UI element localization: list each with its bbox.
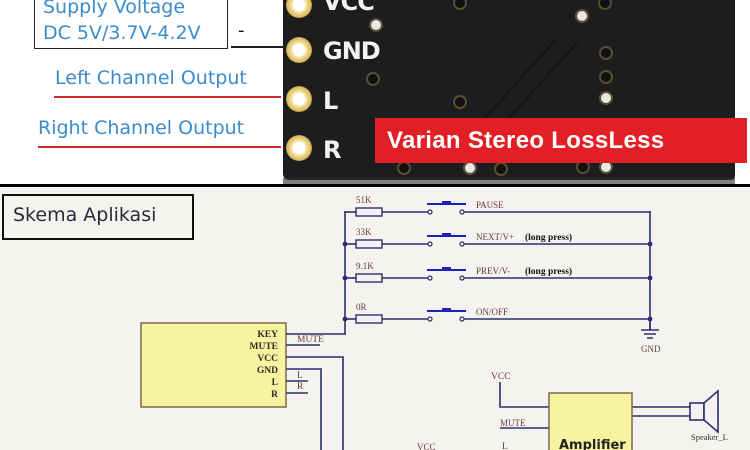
pcb-via <box>455 0 465 8</box>
pin-label-r: R <box>323 136 342 164</box>
button-label: PAUSE <box>476 200 504 210</box>
switch-contact <box>459 241 465 247</box>
button-label: ON/OFF <box>476 307 508 317</box>
minus-sign: - <box>238 20 245 41</box>
schematic-title: Skema Aplikasi <box>13 204 157 226</box>
key-row: 9.1K PREV/V- (long press) <box>342 261 653 283</box>
left-channel-underline <box>54 96 281 98</box>
ground-label: GND <box>641 344 661 354</box>
pin-label-vcc: VCC <box>323 0 375 16</box>
module-pin-label: KEY <box>257 330 278 340</box>
amp-mute-label: MUTE <box>500 418 526 428</box>
button-label: PREV/V- <box>476 266 510 276</box>
module-pin-label: R <box>271 390 278 400</box>
pin-label-gnd: GND <box>323 37 381 65</box>
pcb-via <box>399 163 409 173</box>
junction-dot <box>647 241 653 247</box>
key-row: 51K PAUSE <box>345 195 650 217</box>
right-channel-underline <box>38 146 281 148</box>
pushbutton-cap <box>442 267 451 271</box>
amplifier-block <box>548 392 633 450</box>
junction-dot <box>342 241 348 247</box>
button-note: (long press) <box>525 232 572 243</box>
key-row: 33K NEXT/V+ (long press) <box>342 227 653 249</box>
module-pin-label: L <box>272 378 278 388</box>
supply-voltage-label: Supply Voltage <box>43 0 186 18</box>
resistor-value: 0R <box>356 302 367 312</box>
resistor-value: 9.1K <box>356 261 374 271</box>
junction-dot <box>647 316 653 322</box>
ground-symbol <box>641 320 659 339</box>
amp-l-label: L <box>502 442 508 450</box>
net-label-l: L <box>297 371 303 381</box>
pin-pad-l <box>286 86 312 112</box>
speaker-label: Speaker_L <box>691 432 728 442</box>
switch-contact <box>427 241 433 247</box>
resistor-value: 51K <box>356 195 372 205</box>
resistor-icon <box>355 207 383 217</box>
switch-contact <box>459 316 465 322</box>
resistor-icon <box>355 314 383 324</box>
pcb-via <box>465 163 475 173</box>
button-label: NEXT/V+ <box>476 232 514 242</box>
pin-pad-r <box>286 135 312 161</box>
panel-divider <box>0 184 750 187</box>
pcb-via <box>455 97 465 107</box>
pcb-via <box>577 11 587 21</box>
junction-dot <box>647 275 653 281</box>
pcb-via <box>496 164 506 174</box>
resistor-icon <box>355 239 383 249</box>
supply-voltage-box <box>34 0 228 49</box>
pcb-via <box>601 93 611 103</box>
pcb-via <box>578 162 588 172</box>
variant-banner: Varian Stereo LossLess <box>375 118 747 163</box>
pin-label-l: L <box>323 87 338 115</box>
switch-contact <box>459 275 465 281</box>
right-channel-label: Right Channel Output <box>38 117 245 139</box>
pcb-via <box>368 74 378 84</box>
net-label-r: R <box>297 382 304 392</box>
pushbutton-cap <box>442 233 451 237</box>
pcb-via <box>600 0 610 8</box>
pcb-via <box>371 20 381 30</box>
schematic-title-box: Skema Aplikasi <box>2 194 194 240</box>
schematic-panel: Skema Aplikasi 51K PAUSE 33K NEXT/V+ (long p… <box>0 187 750 450</box>
amp-vcc-wire <box>499 382 549 408</box>
module-pin-label: GND <box>257 366 278 376</box>
switch-contact <box>427 275 433 281</box>
pcb-via <box>601 48 611 58</box>
button-note: (long press) <box>525 266 572 277</box>
vcc-wire <box>286 356 344 450</box>
supply-voltage-range: DC 5V/3.7V-4.2V <box>43 22 201 44</box>
left-vcc-label: VCC <box>417 442 436 450</box>
resistor-value: 33K <box>356 227 372 237</box>
switch-contact <box>427 316 433 322</box>
amp-vcc-label: VCC <box>491 372 511 382</box>
pin-pad-vcc <box>286 0 312 18</box>
mp3-module-block <box>140 322 287 408</box>
module-pin-label: MUTE <box>250 342 279 352</box>
module-pin-label: VCC <box>257 354 278 364</box>
pushbutton-cap <box>442 201 451 205</box>
switch-contact <box>459 209 465 215</box>
key-row: 0R ON/OFF <box>342 302 653 324</box>
junction-dot <box>342 316 348 322</box>
net-label-mute: MUTE <box>297 335 324 345</box>
gnd-wire <box>286 368 322 450</box>
pin-pad-gnd <box>286 37 312 63</box>
left-channel-label: Left Channel Output <box>55 67 247 89</box>
gnd-leader-line <box>231 46 283 48</box>
pcb-edge <box>283 178 735 184</box>
amplifier-label: Amplifier <box>559 438 626 450</box>
module-photo-panel: VCC GND L R Supply Voltage DC 5V/3.7V-4.… <box>0 0 750 184</box>
pcb-via <box>601 162 611 172</box>
schematic-drawing: 51K PAUSE 33K NEXT/V+ (long press) 9.1K PREV/V… <box>140 195 728 450</box>
speaker-icon <box>689 389 719 434</box>
pushbutton-cap <box>442 308 451 312</box>
resistor-icon <box>355 273 383 283</box>
junction-dot <box>342 275 348 281</box>
pcb-via <box>601 72 611 82</box>
switch-contact <box>427 209 433 215</box>
